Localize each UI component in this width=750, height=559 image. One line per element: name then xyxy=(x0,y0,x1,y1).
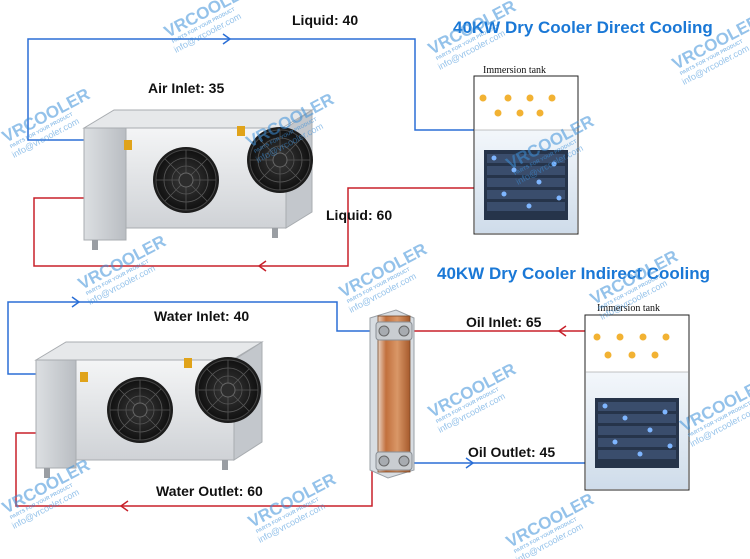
indirect-cooling-section: Immersion tank 40KW Dry Cooler Indirect … xyxy=(7,264,710,512)
water-inlet-label: Water Inlet: 40 xyxy=(154,308,249,324)
watermark: VRCOOLER PARTS FOR YOUR PRODUCT info@vrc… xyxy=(245,470,339,545)
flow-arrow-icon xyxy=(557,325,567,337)
watermark: VRCOOLER PARTS FOR YOUR PRODUCT info@vrc… xyxy=(161,0,255,55)
plate-heat-exchanger-icon xyxy=(369,309,415,479)
indirect-title: 40KW Dry Cooler Indirect Cooling xyxy=(437,264,710,283)
watermark: VRCOOLER PARTS FOR YOUR PRODUCT info@vrc… xyxy=(425,360,519,435)
water-outlet-label: Water Outlet: 60 xyxy=(156,483,263,499)
water-cold-pipe xyxy=(7,301,378,375)
flow-arrow-icon xyxy=(119,500,129,512)
oil-outlet-label: Oil Outlet: 45 xyxy=(468,444,555,460)
flow-arrow-icon xyxy=(71,296,81,308)
immersion-tank-icon: Immersion tank xyxy=(473,65,579,235)
tank-label: Immersion tank xyxy=(597,303,660,314)
direct-cooling-section: Immersion tank 40KW Dry Cooler Direct Co… xyxy=(27,12,713,272)
air-inlet-label: Air Inlet: 35 xyxy=(148,80,224,96)
flow-arrow-icon xyxy=(257,260,267,272)
flow-arrow-icon xyxy=(465,457,475,469)
dry-cooler-unit-icon xyxy=(82,109,314,250)
liquid-in-label: Liquid: 40 xyxy=(292,12,358,28)
immersion-tank-icon: Immersion tank xyxy=(584,303,690,491)
flow-arrow-icon xyxy=(222,33,232,45)
direct-title: 40KW Dry Cooler Direct Cooling xyxy=(453,18,713,37)
dry-cooler-unit-icon xyxy=(34,341,264,478)
tank-label: Immersion tank xyxy=(483,65,546,76)
axial-fan-icon xyxy=(194,356,262,424)
watermark: VRCOOLER PARTS FOR YOUR PRODUCT info@vrc… xyxy=(503,490,597,559)
axial-fan-icon xyxy=(152,146,220,214)
direct-hot-pipe xyxy=(33,187,474,267)
liquid-out-label: Liquid: 60 xyxy=(326,207,392,223)
watermark: VRCOOLER PARTS FOR YOUR PRODUCT info@vrc… xyxy=(75,232,169,307)
oil-inlet-label: Oil Inlet: 65 xyxy=(466,314,542,330)
axial-fan-icon xyxy=(106,376,174,444)
direct-cold-pipe xyxy=(27,38,478,141)
watermark: VRCOOLER PARTS FOR YOUR PRODUCT info@vrc… xyxy=(336,240,430,315)
